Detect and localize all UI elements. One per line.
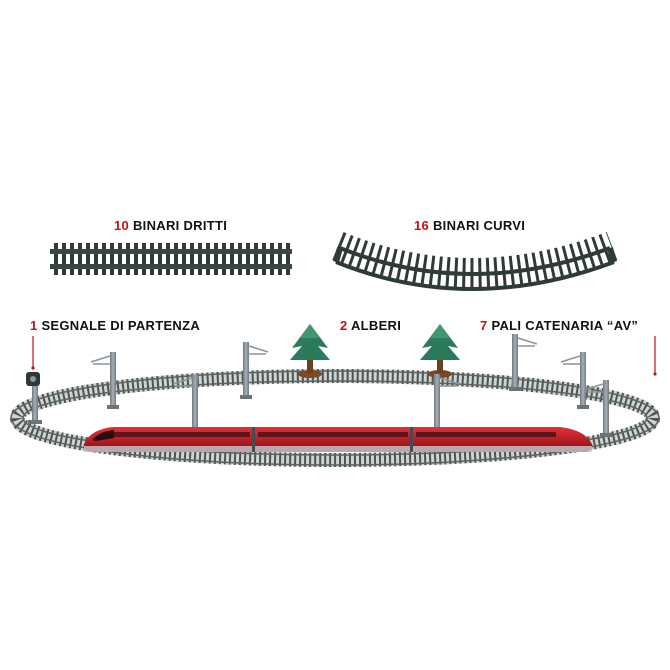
catenary-pole (509, 334, 538, 391)
straight-track-piece (50, 243, 292, 275)
tree-right (420, 324, 460, 378)
signal-leader-dot (31, 366, 35, 370)
label-trees-text: ALBERI (350, 318, 402, 333)
catenary-pole (240, 342, 269, 399)
catenary-pole (583, 380, 612, 437)
label-trees: 2 ALBERI (340, 318, 401, 333)
label-straight-count: 10 (114, 218, 130, 233)
oval-track-layout (10, 369, 660, 467)
tree-left (290, 324, 330, 378)
label-signal-text: SEGNALE DI PARTENZA (41, 318, 201, 333)
high-speed-train (83, 427, 593, 452)
label-curved-tracks: 16 BINARI CURVI (414, 218, 525, 233)
catenary-pole (90, 352, 119, 409)
poles-leader-dot (653, 372, 657, 376)
label-poles: 7 PALI CATENARIA “AV” (480, 318, 638, 333)
label-poles-count: 7 (480, 318, 488, 333)
departure-signal (26, 372, 42, 424)
catenary-pole (560, 352, 589, 409)
label-curved-text: BINARI CURVI (432, 218, 526, 233)
label-straight-tracks: 10 BINARI DRITTI (114, 218, 227, 233)
label-signal: 1 SEGNALE DI PARTENZA (30, 318, 200, 333)
label-straight-text: BINARI DRITTI (132, 218, 228, 233)
label-signal-count: 1 (30, 318, 38, 333)
label-curved-count: 16 (414, 218, 430, 233)
label-trees-count: 2 (340, 318, 348, 333)
curved-track-piece (332, 231, 618, 291)
label-poles-text: PALI CATENARIA “AV” (491, 318, 639, 333)
